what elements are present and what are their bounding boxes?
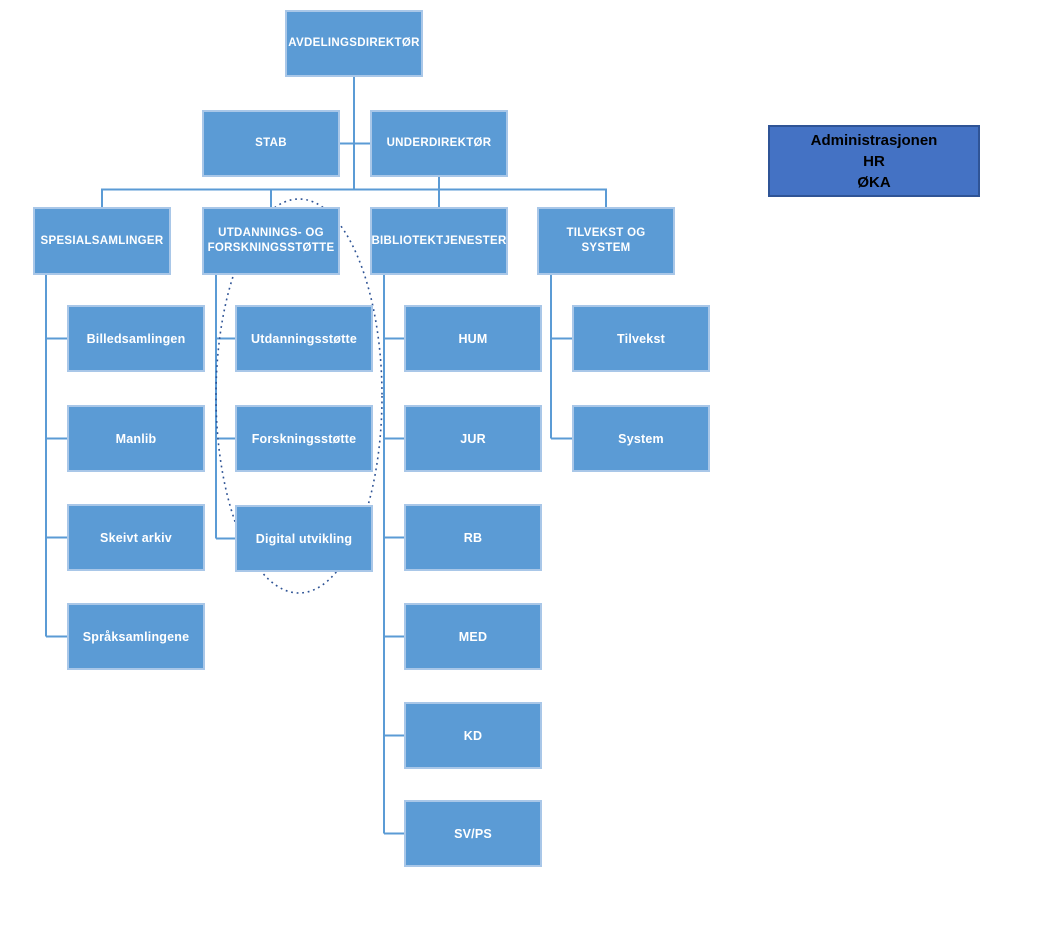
org-node-kd: KD (404, 702, 542, 769)
admin-line-hr: HR (863, 152, 885, 170)
org-node-billedsamlingen: Billedsamlingen (67, 305, 205, 372)
org-node-skeivt-arkiv: Skeivt arkiv (67, 504, 205, 571)
org-node-bibliotektjenester: BIBLIOTEKTJENESTER (370, 207, 508, 275)
connector-branch-tilvekst (550, 275, 572, 440)
org-node-hum: HUM (404, 305, 542, 372)
org-node-sv-ps: SV/PS (404, 800, 542, 867)
org-node-jur: JUR (404, 405, 542, 472)
org-node-utdannings-og-forskningsstotte: UTDANNINGS- OG FORSKNINGSSTØTTE (202, 207, 340, 275)
org-node-utdanningsstotte: Utdanningsstøtte (235, 305, 373, 372)
org-node-med: MED (404, 603, 542, 670)
org-node-manlib: Manlib (67, 405, 205, 472)
org-node-spraksamlingene: Språksamlingene (67, 603, 205, 670)
org-node-avdelingsdirektor: AVDELINGSDIREKTØR (285, 10, 423, 77)
admin-line-administrasjonen: Administrasjonen (810, 131, 938, 149)
org-node-forskningsstotte: Forskningsstøtte (235, 405, 373, 472)
org-node-spesialsamlinger: SPESIALSAMLINGER (33, 207, 171, 275)
org-node-tilvekst-og-system: TILVEKST OG SYSTEM (537, 207, 675, 275)
administration-box: Administrasjonen HR ØKA (768, 125, 980, 197)
admin-line-oka: ØKA (857, 173, 891, 191)
org-node-digital-utvikling: Digital utvikling (235, 505, 373, 572)
connector-branch-bibliotektjenester (383, 275, 404, 835)
connector-branch-spesialsamlinger (45, 275, 67, 638)
connector-branch-utdannings (215, 275, 235, 540)
org-node-tilvekst: Tilvekst (572, 305, 710, 372)
connector-level3-bus (101, 188, 607, 207)
org-node-stab: STAB (202, 110, 340, 177)
org-node-rb: RB (404, 504, 542, 571)
org-node-underdirektor: UNDERDIREKTØR (370, 110, 508, 177)
org-node-system: System (572, 405, 710, 472)
